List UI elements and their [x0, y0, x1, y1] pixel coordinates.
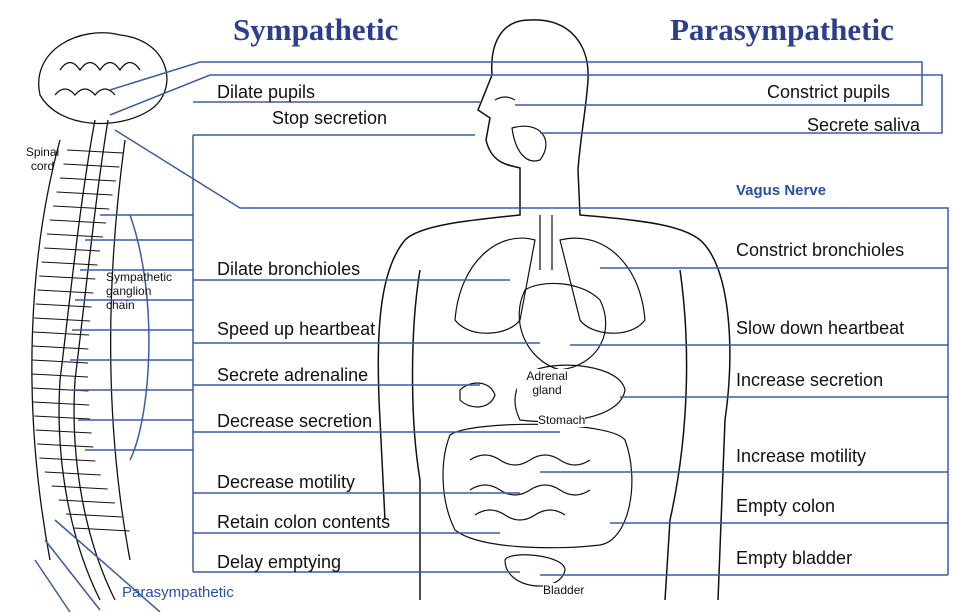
salivary-gland: [511, 125, 547, 162]
vertebra: [33, 331, 90, 336]
vertebra: [35, 429, 92, 434]
effect-delay-emptying: Delay emptying: [217, 552, 342, 572]
effect-stop-secretion: Stop secretion: [272, 108, 388, 128]
effect-increase-secretion: Increase secretion: [736, 370, 884, 390]
effect-dilate-pupils: Dilate pupils: [217, 82, 316, 102]
right-lung: [559, 237, 646, 334]
body-outline: [377, 19, 731, 601]
effect-constrict-bronchioles: Constrict bronchioles: [736, 240, 905, 260]
effect-secrete-adrenaline: Secrete adrenaline: [217, 365, 369, 385]
vagus-line: [114, 129, 949, 575]
vertebra: [51, 485, 108, 490]
vertebra: [56, 191, 113, 196]
vertebra: [66, 149, 124, 154]
vertebra: [34, 415, 91, 420]
effect-constrict-pupils: Constrict pupils: [767, 82, 891, 102]
effect-secrete-saliva: Secrete saliva: [807, 115, 921, 135]
vertebra: [39, 275, 96, 280]
brain: [38, 32, 168, 125]
effect-increase-motility: Increase motility: [736, 446, 867, 466]
pupil-para-line: [109, 61, 923, 106]
parasympathetic-bottom-label: Parasympathetic: [122, 584, 234, 601]
vertebrae: [32, 149, 130, 532]
left-lung: [454, 237, 536, 334]
vertebra: [59, 177, 116, 182]
stomach: [514, 364, 626, 423]
adrenal-gland-label: Adrenal gland: [517, 369, 577, 397]
adrenal-gland: [459, 382, 496, 408]
vertebra: [58, 499, 115, 504]
spinal-cord: [58, 119, 116, 601]
vertebra: [66, 513, 123, 518]
bladder: [504, 554, 566, 587]
vertebra: [44, 471, 101, 476]
vertebra: [32, 373, 89, 378]
parasympathetic-title: Parasympathetic: [670, 12, 894, 47]
eye: [494, 96, 516, 101]
vertebra: [46, 233, 104, 238]
effect-dilate-bronchioles: Dilate bronchioles: [217, 259, 361, 279]
vertebra: [37, 443, 94, 448]
effect-slow-down-heartbeat: Slow down heartbeat: [736, 318, 905, 338]
vertebra: [35, 303, 92, 308]
heart: [518, 282, 607, 371]
vertebra: [49, 219, 107, 224]
effect-empty-bladder: Empty bladder: [736, 548, 853, 568]
vertebra: [53, 205, 110, 210]
vertebra: [63, 163, 120, 168]
vertebra: [37, 289, 94, 294]
spinal-cord-label: Spinal cord: [25, 145, 60, 173]
vertebra: [41, 261, 98, 266]
vertebra: [32, 359, 89, 364]
stomach-label: Stomach: [538, 413, 586, 427]
organs-drawing: [442, 96, 646, 587]
vertebra: [33, 401, 90, 406]
effect-speed-up-heartbeat: Speed up heartbeat: [217, 319, 376, 339]
effect-empty-colon: Empty colon: [736, 496, 836, 516]
vertebra: [32, 345, 89, 350]
effect-decrease-motility: Decrease motility: [217, 472, 356, 492]
trachea: [539, 215, 553, 270]
vagus-nerve-label: Vagus Nerve: [736, 182, 827, 199]
effect-retain-colon-contents: Retain colon contents: [217, 512, 391, 532]
bladder-label: Bladder: [543, 583, 585, 597]
sympathetic-title: Sympathetic: [233, 12, 399, 47]
vertebra: [34, 317, 91, 322]
brain-spine-drawing: [31, 32, 168, 601]
nerve-lines: [34, 61, 949, 612]
vertebra: [73, 527, 130, 532]
effect-decrease-secretion: Decrease secretion: [217, 411, 373, 431]
vertebra: [44, 247, 101, 252]
vertebra: [39, 457, 96, 462]
ganglion-chain-label: Sympathetic ganglion chain: [106, 270, 173, 312]
